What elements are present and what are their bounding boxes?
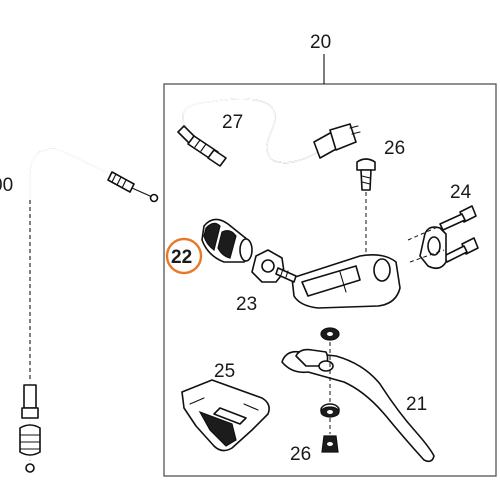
part-27-switch: 27: [177, 98, 361, 167]
part-23-adjuster-screw: 23: [236, 249, 297, 315]
part-26-bolt-top: 26: [356, 138, 405, 262]
lever-perch: [269, 254, 401, 309]
part-22-adjuster-boot: 22: [165, 218, 253, 275]
pivot-hardware: 26: [290, 327, 340, 465]
callout-21: 21: [406, 394, 427, 415]
callout-25: 25: [214, 361, 235, 382]
part-24-screws: 24: [439, 182, 479, 263]
clamp-half: [407, 225, 447, 270]
callout-27: 27: [222, 112, 243, 133]
callout-23: 23: [236, 294, 257, 315]
part-21-lever: 21: [281, 348, 435, 463]
callout-22-highlight-ring: [165, 237, 203, 275]
callout-22: 22: [171, 247, 192, 268]
callout-26-bottom: 26: [290, 444, 311, 465]
callout-24: 24: [450, 182, 472, 203]
clutch-cable: 00: [0, 148, 159, 473]
callout-26-top: 26: [384, 138, 405, 159]
assembly-frame: [163, 83, 497, 477]
callout-cable: 00: [0, 175, 13, 196]
part-25-guard: 25: [181, 361, 270, 452]
callout-20: 20: [310, 32, 331, 53]
